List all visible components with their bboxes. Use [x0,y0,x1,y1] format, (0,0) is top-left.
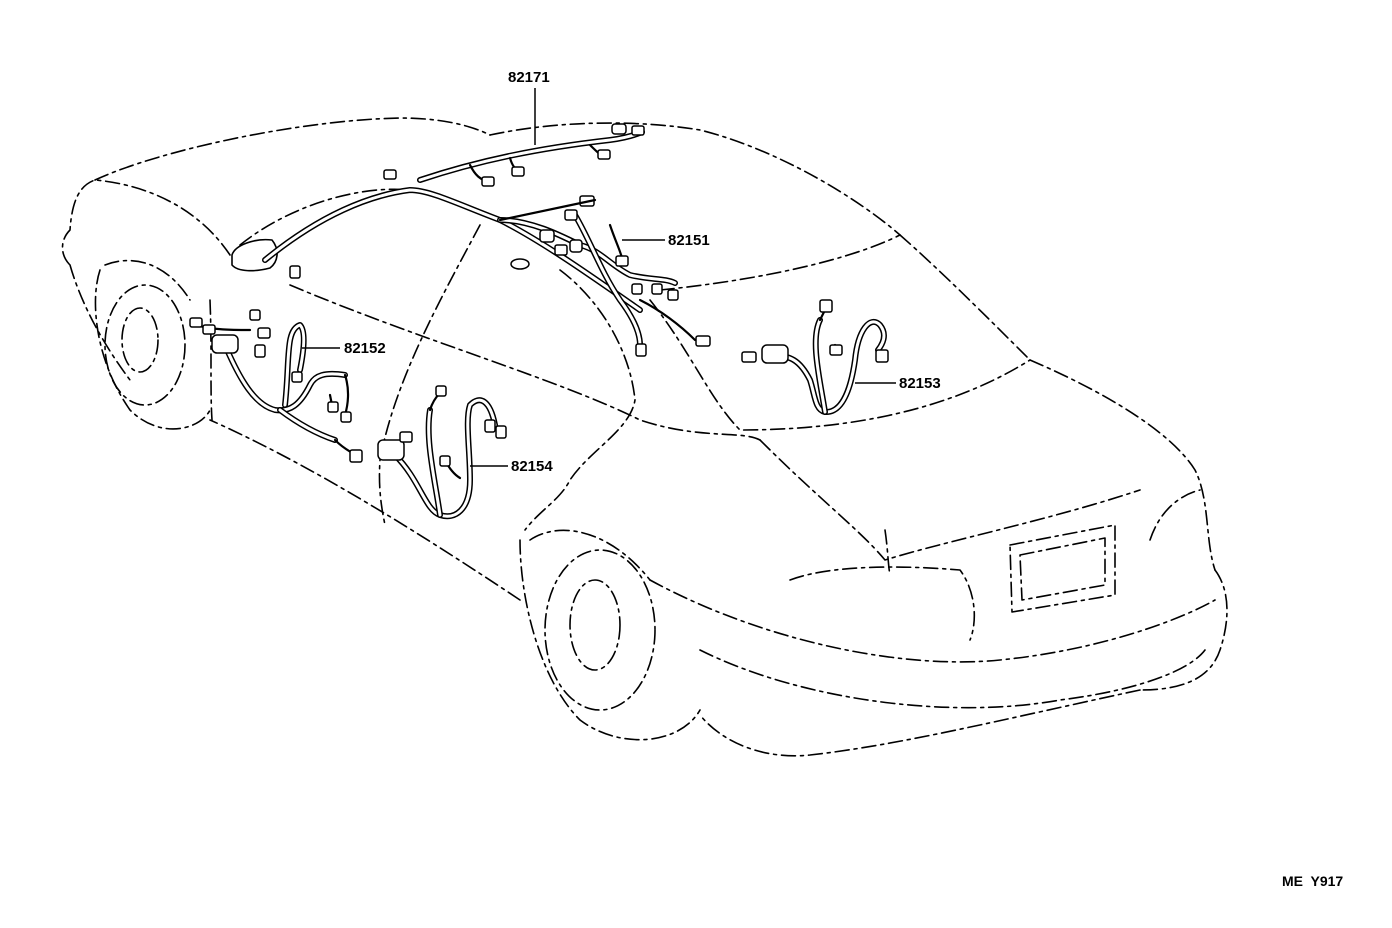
front-door-harness [189,309,363,463]
roof-harness [262,123,645,313]
car-body-outline [61,117,1228,757]
side-mirror [231,238,278,272]
rear-door-harness [377,385,507,520]
trunk-harness [741,299,889,415]
label-82154: 82154 [511,458,553,475]
leader-lines [302,88,896,467]
diagram-code: ME Y917 [1282,873,1343,889]
label-82153: 82153 [899,375,941,392]
rear-pillar-harness [497,195,711,357]
label-82151: 82151 [668,232,710,249]
label-82171: 82171 [508,69,550,86]
rear-wheel [519,529,701,741]
label-82152: 82152 [344,340,386,357]
front-wheel [94,259,211,430]
